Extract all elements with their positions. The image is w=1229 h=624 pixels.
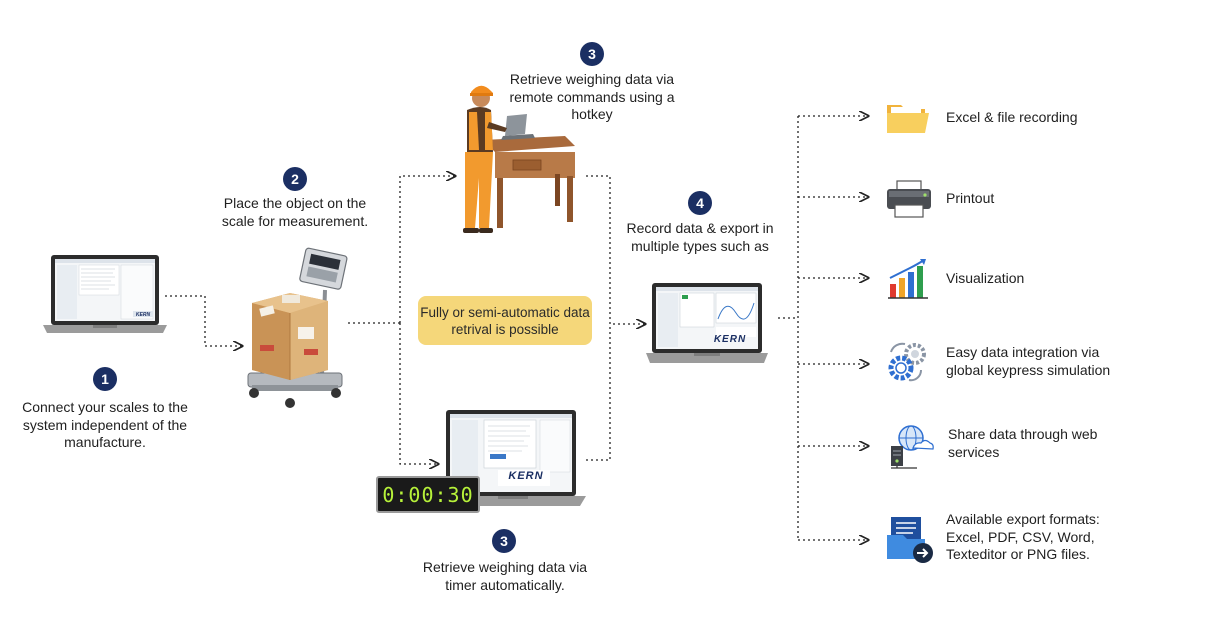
worker-at-desk-illustration bbox=[463, 85, 575, 233]
laptop-timer-brand: KERN bbox=[508, 470, 544, 482]
timer-display: 0:00:30 bbox=[376, 476, 480, 513]
output-label-integration: Easy data integration via global keypres… bbox=[946, 344, 1111, 378]
step-4-text: Record data & export in multiple types s… bbox=[626, 220, 774, 254]
automation-note: Fully or semi-automatic data retrival is… bbox=[418, 296, 592, 345]
step-1-badge: 1 bbox=[93, 367, 117, 391]
output-label-printout: Printout bbox=[946, 190, 995, 206]
step-4-badge: 4 bbox=[688, 191, 712, 215]
step-3-hotkey-badge: 3 bbox=[580, 42, 604, 66]
platform-scale-with-box-illustration bbox=[247, 247, 348, 408]
output-label-excel: Excel & file recording bbox=[946, 109, 1078, 125]
export-file-icon bbox=[887, 517, 933, 563]
step-3-timer-badge: 3 bbox=[492, 529, 516, 553]
laptop-software-illustration: KERN bbox=[43, 255, 167, 333]
laptop-recording-brand: KERN bbox=[713, 334, 747, 345]
gears-icon bbox=[888, 342, 926, 382]
step-3-hotkey-text: Retrieve weighing data via remote comman… bbox=[509, 71, 675, 122]
laptop-timer-illustration bbox=[440, 410, 586, 506]
output-label-visualization: Visualization bbox=[946, 270, 1025, 286]
printer-icon bbox=[887, 180, 931, 218]
laptop-recording-illustration bbox=[646, 283, 768, 363]
step-2-badge: 2 bbox=[283, 167, 307, 191]
step-1-text: Connect your scales to the system indepe… bbox=[22, 399, 188, 450]
web-services-icon bbox=[891, 425, 934, 469]
bar-chart-icon bbox=[888, 259, 928, 299]
output-label-export-formats: Available export formats: Excel, PDF, CS… bbox=[946, 511, 1100, 562]
output-label-web-services: Share data through web services bbox=[948, 426, 1098, 460]
timer-display-value: 0:00:30 bbox=[382, 482, 474, 507]
svg-text:KERN: KERN bbox=[136, 312, 151, 318]
step-3-timer-text: Retrieve weighing data via timer automat… bbox=[422, 559, 588, 593]
step-2-text: Place the object on the scale for measur… bbox=[221, 195, 369, 229]
folder-icon bbox=[887, 105, 929, 133]
